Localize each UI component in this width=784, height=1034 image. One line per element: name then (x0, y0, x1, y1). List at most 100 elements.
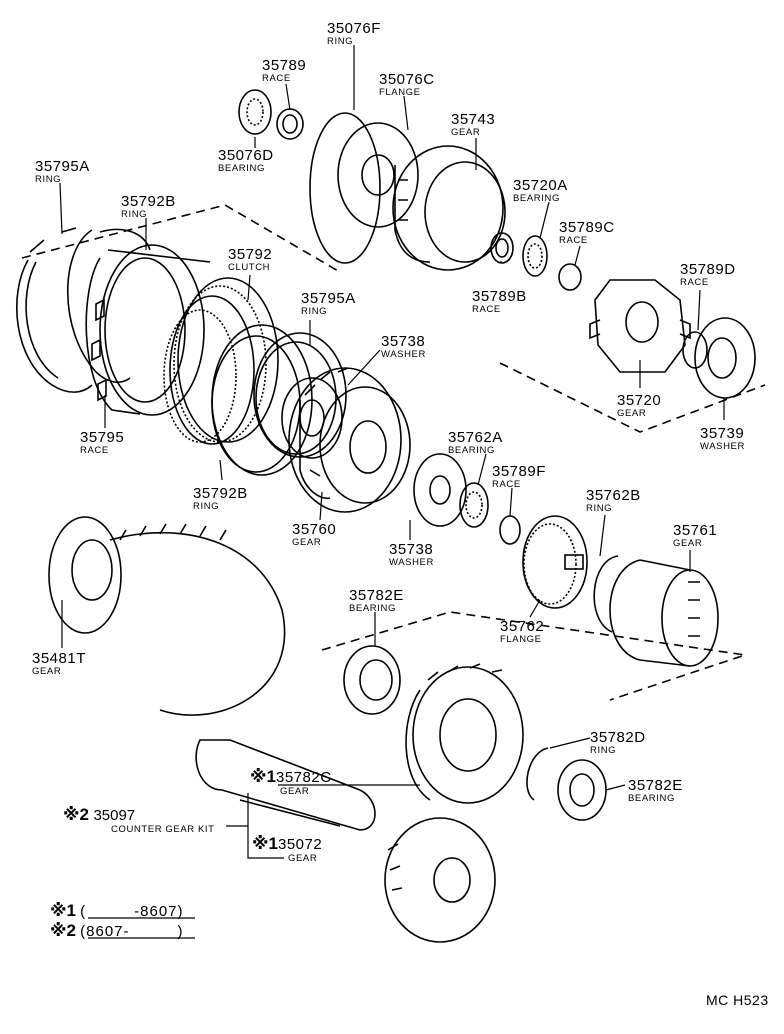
part-name: RING (193, 501, 220, 512)
gear-35743 (392, 145, 506, 271)
part-name: GEAR (32, 666, 62, 677)
part-number: 35782D (590, 729, 646, 746)
part-number: 35782C (275, 769, 332, 786)
legend-range: ( -8607) (80, 903, 184, 920)
part-number: 35739 (700, 425, 745, 442)
part-number: 35795A (301, 290, 356, 307)
part-name: RING (121, 209, 148, 220)
part-name: BEARING (513, 193, 560, 204)
ring-35782D (526, 747, 549, 801)
ring-35795A-top (16, 227, 93, 393)
part-number: 35789B (472, 288, 527, 305)
part-number: 35762A (448, 429, 503, 446)
ring-35076F (309, 112, 381, 264)
part-number: 35762B (586, 487, 641, 504)
part-number: 35789 (262, 57, 307, 74)
part-number: 35782E (628, 777, 683, 794)
race-35789 (276, 108, 304, 140)
ring-35762B (593, 555, 619, 633)
part-number: 35076D (218, 147, 274, 164)
legend-row-2: ※2 (8607- ) (50, 920, 184, 941)
part-number: 35743 (451, 111, 496, 128)
part-number: 35792B (193, 485, 248, 502)
gear-35782C (405, 663, 524, 804)
part-number: 35072 (277, 836, 323, 853)
clutch-35792 (163, 277, 279, 445)
part-name: CLUTCH (228, 262, 271, 273)
legend-mark: ※2 (50, 921, 76, 940)
part-name: GEAR (451, 127, 481, 138)
part-name: WASHER (381, 349, 426, 360)
part-number: 35761 (673, 522, 718, 539)
race-35795 (85, 244, 211, 416)
diagram-code: MC H523 (706, 992, 769, 1008)
gear-35760 (288, 367, 411, 513)
washer-35738-bottom (413, 453, 467, 527)
part-name: BEARING (349, 603, 396, 614)
part-name: RACE (559, 235, 588, 246)
kit-part-number: 35097 (93, 807, 136, 824)
part-name: RING (590, 745, 617, 756)
part-name: FLANGE (379, 87, 421, 98)
part-name: GEAR (673, 538, 703, 549)
callout-35072: ※135072 GEAR (252, 835, 322, 864)
part-number: 35076C (379, 71, 435, 88)
part-number: 35795A (35, 158, 90, 175)
part-number: 35789C (559, 219, 615, 236)
part-number: 35738 (389, 541, 434, 558)
part-number: 35792B (121, 193, 176, 210)
bearing-35076D (238, 89, 272, 135)
part-name: GEAR (617, 408, 647, 419)
mark: ※1 (252, 834, 278, 853)
legend-mark: ※1 (50, 901, 76, 920)
callout-35782C: ※135782C GEAR (250, 768, 332, 797)
part-number: 35762 (500, 618, 545, 635)
part-number: 35076F (327, 20, 381, 37)
mark: ※1 (250, 767, 276, 786)
counter-shaft (195, 739, 376, 831)
race-35789C (558, 263, 582, 291)
bearing-35782E-top (343, 645, 401, 715)
flange-35762 (522, 515, 588, 609)
bearing-35720A (522, 235, 548, 277)
part-name: RACE (680, 277, 709, 288)
part-name: WASHER (700, 441, 745, 452)
part-number: 35720A (513, 177, 568, 194)
flange-35076C (337, 122, 419, 228)
race-35789F (499, 515, 521, 545)
part-number: 35720 (617, 392, 662, 409)
part-number: 35789F (492, 463, 546, 480)
gear-35720 (589, 279, 691, 373)
part-name: BEARING (628, 793, 675, 804)
kit-mark: ※2 (63, 805, 89, 824)
part-name: RING (301, 306, 328, 317)
part-name: RACE (80, 445, 109, 456)
bearing-35762A (459, 482, 489, 528)
part-number: 35738 (381, 333, 426, 350)
part-name: RACE (472, 304, 501, 315)
